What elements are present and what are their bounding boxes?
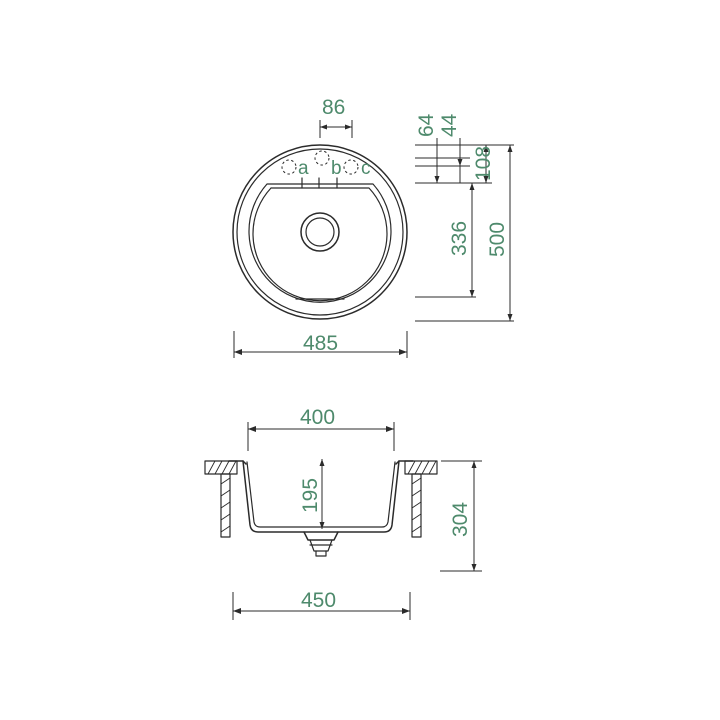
dim-108-label: 108 [472,146,495,181]
dim-44-label: 44 [438,113,461,137]
dim-bowl-depth-section: 195 [299,459,325,529]
tap-label-c: c [361,158,371,179]
dim-64-label: 64 [415,113,438,137]
dim-overall-width-label: 485 [303,332,338,355]
dim-bowl-width-label: 400 [300,406,335,429]
drain-outer [300,212,340,252]
dim-bowl-depth-section-label: 195 [299,478,322,513]
dim-total-height-label: 304 [449,502,472,537]
dim-overall-depth-label: 500 [486,222,509,257]
bowl-inner-outline [252,187,388,302]
dim-bowl-width: 400 [247,406,395,451]
drain-inner [305,217,335,247]
tap-label-b: b [331,158,342,179]
tap-hole-b [314,150,330,166]
sink-outer-rim [232,144,408,320]
tap-label-a: a [298,158,309,179]
bowl-section-outer [242,460,400,533]
dim-vertical-stack: 64 44 108 336 500 [415,113,514,322]
dim-cutout-width-label: 450 [301,589,336,612]
dim-bowl-depth-label: 336 [448,221,471,256]
dim-cutout-width: 450 [232,589,411,620]
dim-tap-spacing-label: 86 [322,96,345,119]
drain-fitting [303,531,339,557]
sink-top-view: a b c [232,144,408,320]
bowl-outline [248,183,392,303]
sink-section-view [204,460,438,557]
cabinet-panel-left [220,473,231,538]
sink-inner-rim [236,148,404,316]
bowl-section-inner [246,461,396,528]
tap-hole-a [281,159,297,175]
dim-tap-spacing: 86 [319,96,353,138]
cabinet-panel-right [411,473,422,538]
tap-hole-c [343,159,359,175]
dim-overall-width: 485 [233,331,408,358]
dim-total-height: 304 [440,460,482,572]
